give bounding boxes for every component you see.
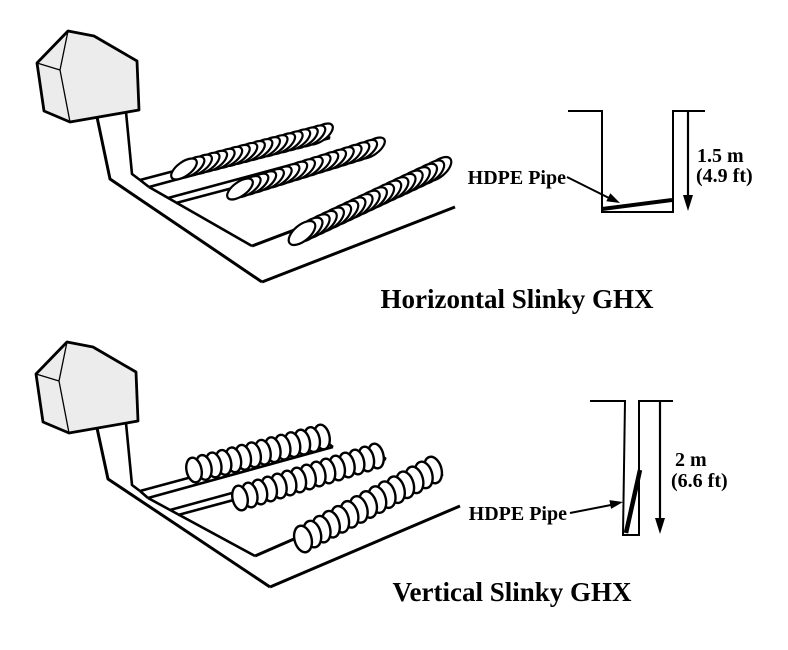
- pipe-leader-arrowhead: [609, 500, 623, 509]
- depth-label-imperial: (4.9 ft): [696, 165, 753, 187]
- pipe-label: HDPE Pipe: [469, 503, 567, 525]
- house-icon: [34, 340, 140, 435]
- depth-label-metric: 1.5 m: [697, 145, 744, 167]
- depth-label-imperial: (6.6 ft): [671, 470, 728, 492]
- header-pipe-inner: [148, 185, 253, 248]
- pipe-leader-arrowhead: [606, 193, 620, 203]
- depth-label-metric: 2 m: [675, 449, 707, 471]
- pipe-leader-line: [566, 176, 612, 200]
- diagram-title: Vertical Slinky GHX: [392, 577, 632, 607]
- slinky-coil-2: [231, 442, 385, 512]
- slinky-loop: [185, 456, 203, 484]
- slinky-coil-1: [170, 122, 334, 181]
- trench-ribbon-3: [251, 174, 456, 284]
- slinky-coil-3: [287, 155, 453, 247]
- trench-outline: [590, 400, 673, 536]
- diagram-title: Horizontal Slinky GHX: [380, 284, 654, 314]
- trench-cross-section: 2 m (6.6 ft) HDPE Pipe: [469, 400, 728, 536]
- buried-pipe: [623, 469, 643, 534]
- pipe-label: HDPE Pipe: [468, 167, 566, 189]
- slinky-loop: [231, 484, 249, 512]
- slinky-coil-2: [226, 136, 386, 201]
- horizontal-slinky-diagram: 1.5 m (4.9 ft) HDPE Pipe Horizontal Slin…: [35, 29, 753, 314]
- vertical-slinky-diagram: 2 m (6.6 ft) HDPE Pipe Vertical Slinky G…: [34, 340, 728, 607]
- trench-cross-section: 1.5 m (4.9 ft) HDPE Pipe: [468, 110, 753, 213]
- slinky-loop: [170, 157, 198, 181]
- supply-pipe-inner: [124, 422, 141, 493]
- header-pipe-outer: [95, 427, 271, 589]
- supply-pipe-inner: [124, 111, 141, 182]
- pipe-leader-line: [569, 504, 612, 514]
- buried-pipe: [601, 198, 673, 211]
- slinky-coil-1: [185, 423, 331, 484]
- slinky-loop: [226, 177, 254, 201]
- header-pipe-outer: [95, 116, 263, 284]
- slinky-loop: [292, 524, 314, 554]
- house-icon: [35, 29, 141, 124]
- slinky-loop: [287, 219, 317, 247]
- depth-arrow-head: [683, 195, 693, 211]
- trench-outline: [568, 110, 705, 213]
- header-pipe-inner: [147, 496, 256, 558]
- depth-arrow-head: [655, 518, 665, 534]
- slinky-coil-3: [292, 455, 444, 554]
